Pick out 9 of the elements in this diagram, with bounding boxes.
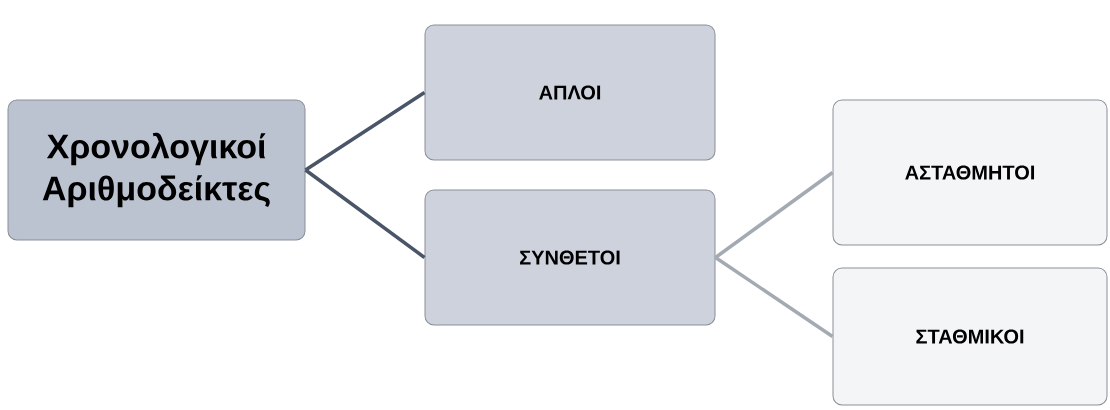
process-box: ΣΤΑΘΜΙΚΟΙ: [832, 267, 1108, 406]
connector-line: [304, 91, 426, 172]
title-box: Χρονολογικοί Αριθμοδείκτες: [7, 99, 306, 241]
connector-line: [714, 171, 834, 259]
process-box: ΑΣΤΑΘΜΗΤΟΙ: [832, 99, 1108, 246]
connector-line: [714, 256, 834, 338]
connector-line: [304, 168, 426, 259]
process-box: ΣΥΝΘΕΤΟΙ: [424, 189, 716, 326]
process-box: ΑΠΛΟΙ: [424, 24, 716, 161]
